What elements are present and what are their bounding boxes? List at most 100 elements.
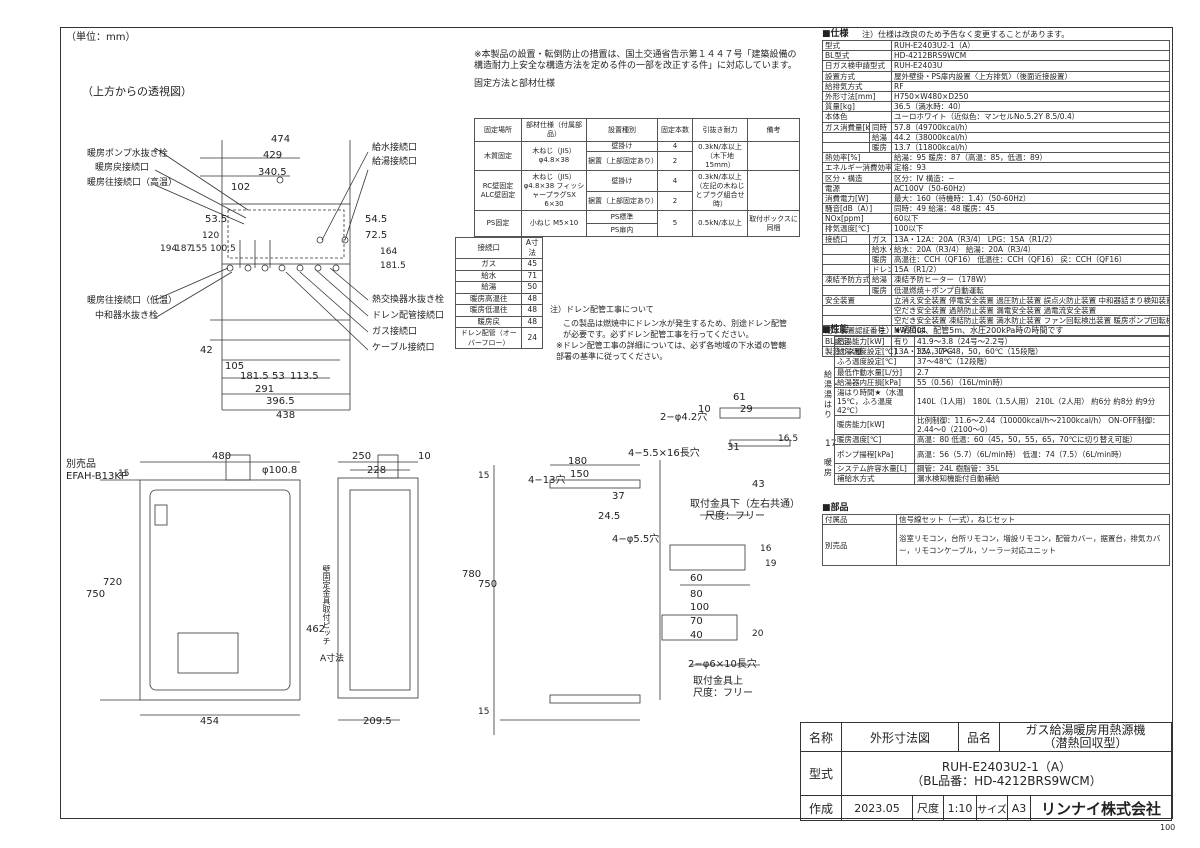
model-value-line2: （BL品番：HD-4212BRS9WCM） bbox=[911, 773, 1102, 788]
dim-label: 2−φ6×10長穴 bbox=[688, 659, 757, 670]
dim-label: 15 bbox=[118, 469, 130, 479]
size-label: サイズ bbox=[977, 796, 1008, 820]
callout-heating-pump-drain: 暖房ポンプ水抜き栓 bbox=[87, 149, 168, 159]
bracket-upper-scale: 尺度：フリー bbox=[693, 688, 753, 699]
dim-label: 42 bbox=[200, 345, 213, 356]
spec-value: 100以下 bbox=[891, 223, 1170, 235]
meta-row: 2023.05 尺度 1:10 サイズ A3 リンナイ株式会社 bbox=[842, 796, 1171, 820]
spec-value: RF bbox=[891, 80, 1170, 92]
spec-value: 15A（R1/2） bbox=[891, 264, 1170, 276]
dim-label: 780 bbox=[462, 569, 482, 580]
table-cell: 木ねじ（JIS）φ4.8×38 フィッシャープラグSX 6×30 bbox=[521, 170, 587, 211]
spec-label: エネルギー消費効率[%] bbox=[822, 162, 892, 174]
table-cell: 50 bbox=[521, 281, 543, 294]
table-cell: 木質固定 bbox=[474, 141, 522, 171]
spec-value: H750×W480×D250 bbox=[891, 90, 1170, 103]
table-cell: 0.5kN/本以上 bbox=[692, 210, 748, 237]
dim-label: 10 bbox=[698, 404, 711, 415]
table-cell: 48 bbox=[521, 292, 543, 305]
performance-row: 給湯器内圧損[kPa]55（0.56）（16L/min時） bbox=[834, 376, 1170, 388]
callout-neutralizer-drain: 中和器水抜き栓 bbox=[95, 311, 159, 321]
dim-label: 180 bbox=[568, 456, 588, 467]
spec-value: 空だき安全装置 過熱防止装置 漏電安全装置 過電流安全装置 bbox=[891, 304, 1170, 317]
dim-label: 155 bbox=[190, 244, 208, 254]
table-cell: 据置（上部固定あり） bbox=[586, 191, 658, 211]
spec-value: HD-4212BRS9WCM bbox=[891, 50, 1170, 62]
dim-label: 181.5 bbox=[240, 371, 269, 382]
product-value-line2: （潜熱回収型） bbox=[1043, 736, 1128, 750]
dim-label: 壁固定金具取付ピッチ bbox=[322, 565, 331, 645]
dim-label: 16 bbox=[760, 544, 772, 554]
spec-sublabel: 暖房 bbox=[869, 141, 892, 154]
spec-label: 接続口 bbox=[822, 233, 870, 245]
scale-value: 1:10 bbox=[944, 796, 977, 820]
spec-label: BL型式 bbox=[822, 50, 892, 62]
spec-value: 凍結予防ヒーター（178W） bbox=[891, 274, 1170, 286]
table-cell: 付属品 bbox=[822, 513, 897, 526]
table-cell: 4 bbox=[657, 170, 693, 192]
performance-label: 湯はり時間★（水温15℃，ふろ温度42℃） bbox=[834, 386, 915, 416]
name-label: 名称 bbox=[800, 722, 842, 752]
callout-heating-supply-low: 暖房往接続口（低温） bbox=[87, 296, 178, 306]
spec-sublabel: 給湯 bbox=[869, 274, 892, 286]
performance-value: 35，37〜48，50，60℃（15段階） bbox=[914, 346, 1170, 358]
fixing-title: 固定方法と部材仕様 bbox=[474, 79, 556, 89]
dim-label: 250 bbox=[352, 451, 372, 462]
performance-value: 55（0.56）（16L/min時） bbox=[914, 376, 1170, 388]
table-cell: 4 bbox=[657, 141, 693, 152]
drawing-frame bbox=[60, 27, 1173, 819]
spec-value: 定格：93 bbox=[891, 162, 1170, 174]
spec-sublabel: 暖房 bbox=[869, 253, 892, 266]
spec-value: ユーロホワイト（近似色：マンセルNo.5.2Y 8.5/0.4） bbox=[891, 111, 1170, 123]
spec-value: 36.5（満水時：40） bbox=[891, 101, 1170, 113]
table-cell: 取付ボックスに同梱 bbox=[747, 210, 800, 237]
dim-label: 17 bbox=[825, 439, 837, 449]
optional-part-model: EFAH-B13KP bbox=[66, 471, 127, 482]
performance-row: 暖房温度[℃]高温：80 低温：60（45，50，55，65，70℃に切り替え可… bbox=[834, 433, 1170, 446]
performance-value: 37〜48℃（12段階） bbox=[914, 356, 1170, 368]
performance-label: システム許容水量[L] bbox=[834, 463, 915, 475]
table-cell: 48 bbox=[521, 315, 543, 328]
spec-title: ■仕様 bbox=[822, 29, 849, 39]
callout-hot-water-outlet: 給湯接続口 bbox=[372, 157, 418, 167]
table-cell: 暖房戻 bbox=[454, 315, 523, 328]
spec-sublabel: 暖房 bbox=[869, 284, 892, 296]
table-cell: PS標準 bbox=[586, 210, 658, 224]
table-cell: 48 bbox=[521, 304, 543, 317]
bracket-layout bbox=[493, 407, 801, 735]
spec-value: 区分：Ⅳ 構造：− bbox=[891, 172, 1170, 184]
dim-label: 10 bbox=[418, 451, 431, 462]
dim-label: 474 bbox=[271, 134, 291, 145]
dim-label: 187 bbox=[175, 244, 193, 254]
title-block-row: 型式 RUH-E2403U2-1（A） （BL品番：HD-4212BRS9WCM… bbox=[800, 751, 1172, 796]
dim-label: φ100.8 bbox=[262, 465, 298, 476]
performance-row: 暖房能力[kW]比例制御：11.6〜2.44（10000kcal/h〜2100k… bbox=[834, 414, 1170, 435]
dim-label: 15 bbox=[478, 471, 490, 481]
performance-side-label-1: 給湯・湯はり bbox=[824, 370, 840, 419]
performance-value: 高温：56（5.7）（6L/min時） 低温：74（7.5）（6L/min時） bbox=[914, 444, 1170, 465]
performance-value: 漏水検知機能付自動補給 bbox=[914, 473, 1170, 485]
date-value: 2023.05 bbox=[842, 796, 913, 820]
callout-gas-inlet: ガス接続口 bbox=[372, 327, 418, 337]
performance-row: 最低作動水量[L/分]2.7 bbox=[834, 366, 1170, 378]
spec-row: 安全装置立消え安全装置 停電安全装置 過圧防止装置 誤点火防止装置 中和器詰まり… bbox=[822, 294, 1170, 306]
dim-label: 429 bbox=[263, 150, 283, 161]
table-row: 別売品浴室リモコン，台所リモコン，増設リモコン，配管カバー，据置台，排気カバー，… bbox=[822, 524, 1170, 567]
dim-label: 40 bbox=[690, 630, 703, 641]
product-value-line1: ガス給湯暖房用熱源機 bbox=[1025, 723, 1146, 737]
spec-label: 消費電力[W] bbox=[822, 192, 892, 205]
dim-label: 750 bbox=[86, 589, 106, 600]
performance-row: 給湯温度設定[℃]35，37〜48，50，60℃（15段階） bbox=[834, 346, 1170, 358]
callout-cable-inlet: ケーブル接続口 bbox=[372, 343, 435, 353]
spec-label bbox=[822, 253, 870, 266]
dim-label: 720 bbox=[103, 577, 123, 588]
table-header: A寸法 bbox=[521, 237, 543, 259]
